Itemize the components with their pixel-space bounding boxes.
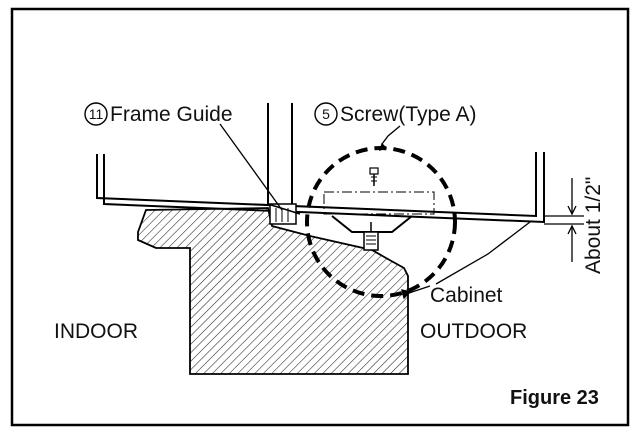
screw-label: 5 Screw(Type A) — [314, 102, 477, 126]
screw-text: Screw(Type A) — [340, 103, 477, 126]
frame-guide-text: Frame Guide — [110, 103, 233, 126]
cabinet-outline — [96, 103, 545, 224]
about-half-inch-label: About 1/2" — [582, 177, 605, 274]
screw-icon — [369, 167, 379, 186]
frame-guide-number: 11 — [89, 106, 104, 122]
cabinet-label: Cabinet — [430, 284, 503, 307]
frame-guide-label: 11 Frame Guide — [84, 102, 233, 126]
mounting-bracket — [331, 215, 413, 251]
number-11-circle — [84, 102, 108, 126]
outdoor-label: OUTDOOR — [420, 320, 527, 343]
figure-title: Figure 23 — [510, 387, 599, 409]
leader-lines — [219, 123, 531, 300]
frame-guide-part — [267, 203, 301, 225]
screw-number: 5 — [322, 106, 330, 122]
dimension-marker — [544, 178, 584, 262]
indoor-label: INDOOR — [54, 320, 138, 343]
number-5-circle — [314, 102, 338, 126]
